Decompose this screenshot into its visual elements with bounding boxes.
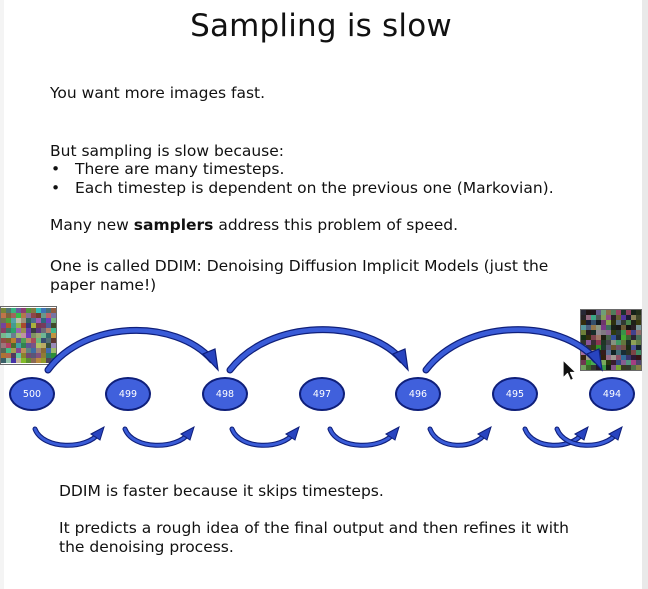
timestep-node: 495 [492,377,538,411]
timestep-node: 494 [589,377,635,411]
ddim-text-line-2: paper name!) [50,276,157,294]
samplers-bold: samplers [133,216,214,234]
timestep-node: 500 [9,377,55,411]
step-arrow [427,425,492,448]
ddim-text-line-1: One is called DDIM: Denoising Diffusion … [50,257,549,275]
bullet-text: Each timestep is dependent on the previo… [75,179,554,197]
intro-text: You want more images fast. [50,84,266,102]
step-arrow [327,425,400,448]
reason-heading: But sampling is slow because: [50,142,285,160]
denoised-image-thumbnail [580,309,642,371]
reason-list: • There are many timesteps. • Each times… [50,160,554,198]
samplers-before: Many new [50,216,134,234]
noisy-image-thumbnail [0,306,57,365]
bullet-icon: • [51,179,61,197]
mouse-cursor-icon [562,359,577,382]
window-left-edge [0,0,4,589]
bullet-text: There are many timesteps. [75,160,285,178]
timestep-node: 498 [202,377,248,411]
timestep-node: 497 [299,377,345,411]
timestep-node: 499 [105,377,151,411]
samplers-text: Many new samplers address this problem o… [50,216,458,235]
bullet-icon: • [51,160,61,178]
skip-arrow [226,326,409,374]
step-arrow [229,425,300,448]
list-item: • There are many timesteps. [50,160,554,179]
skip-arrow [44,326,219,374]
step-arrow [122,425,195,448]
list-item: • Each timestep is dependent on the prev… [50,179,554,198]
window-right-edge [642,0,648,589]
step-arrow [32,425,105,448]
samplers-after: address this problem of speed. [213,216,459,234]
conclusion-text-2b: the denoising process. [59,538,234,556]
conclusion-text-2a: It predicts a rough idea of the final ou… [59,519,569,537]
timestep-node: 496 [395,377,441,411]
conclusion-text-1: DDIM is faster because it skips timestep… [59,482,384,500]
step-arrow [554,425,623,448]
step-arrow [522,425,589,448]
skip-arrow [422,326,603,374]
slide-title: Sampling is slow [190,8,452,44]
